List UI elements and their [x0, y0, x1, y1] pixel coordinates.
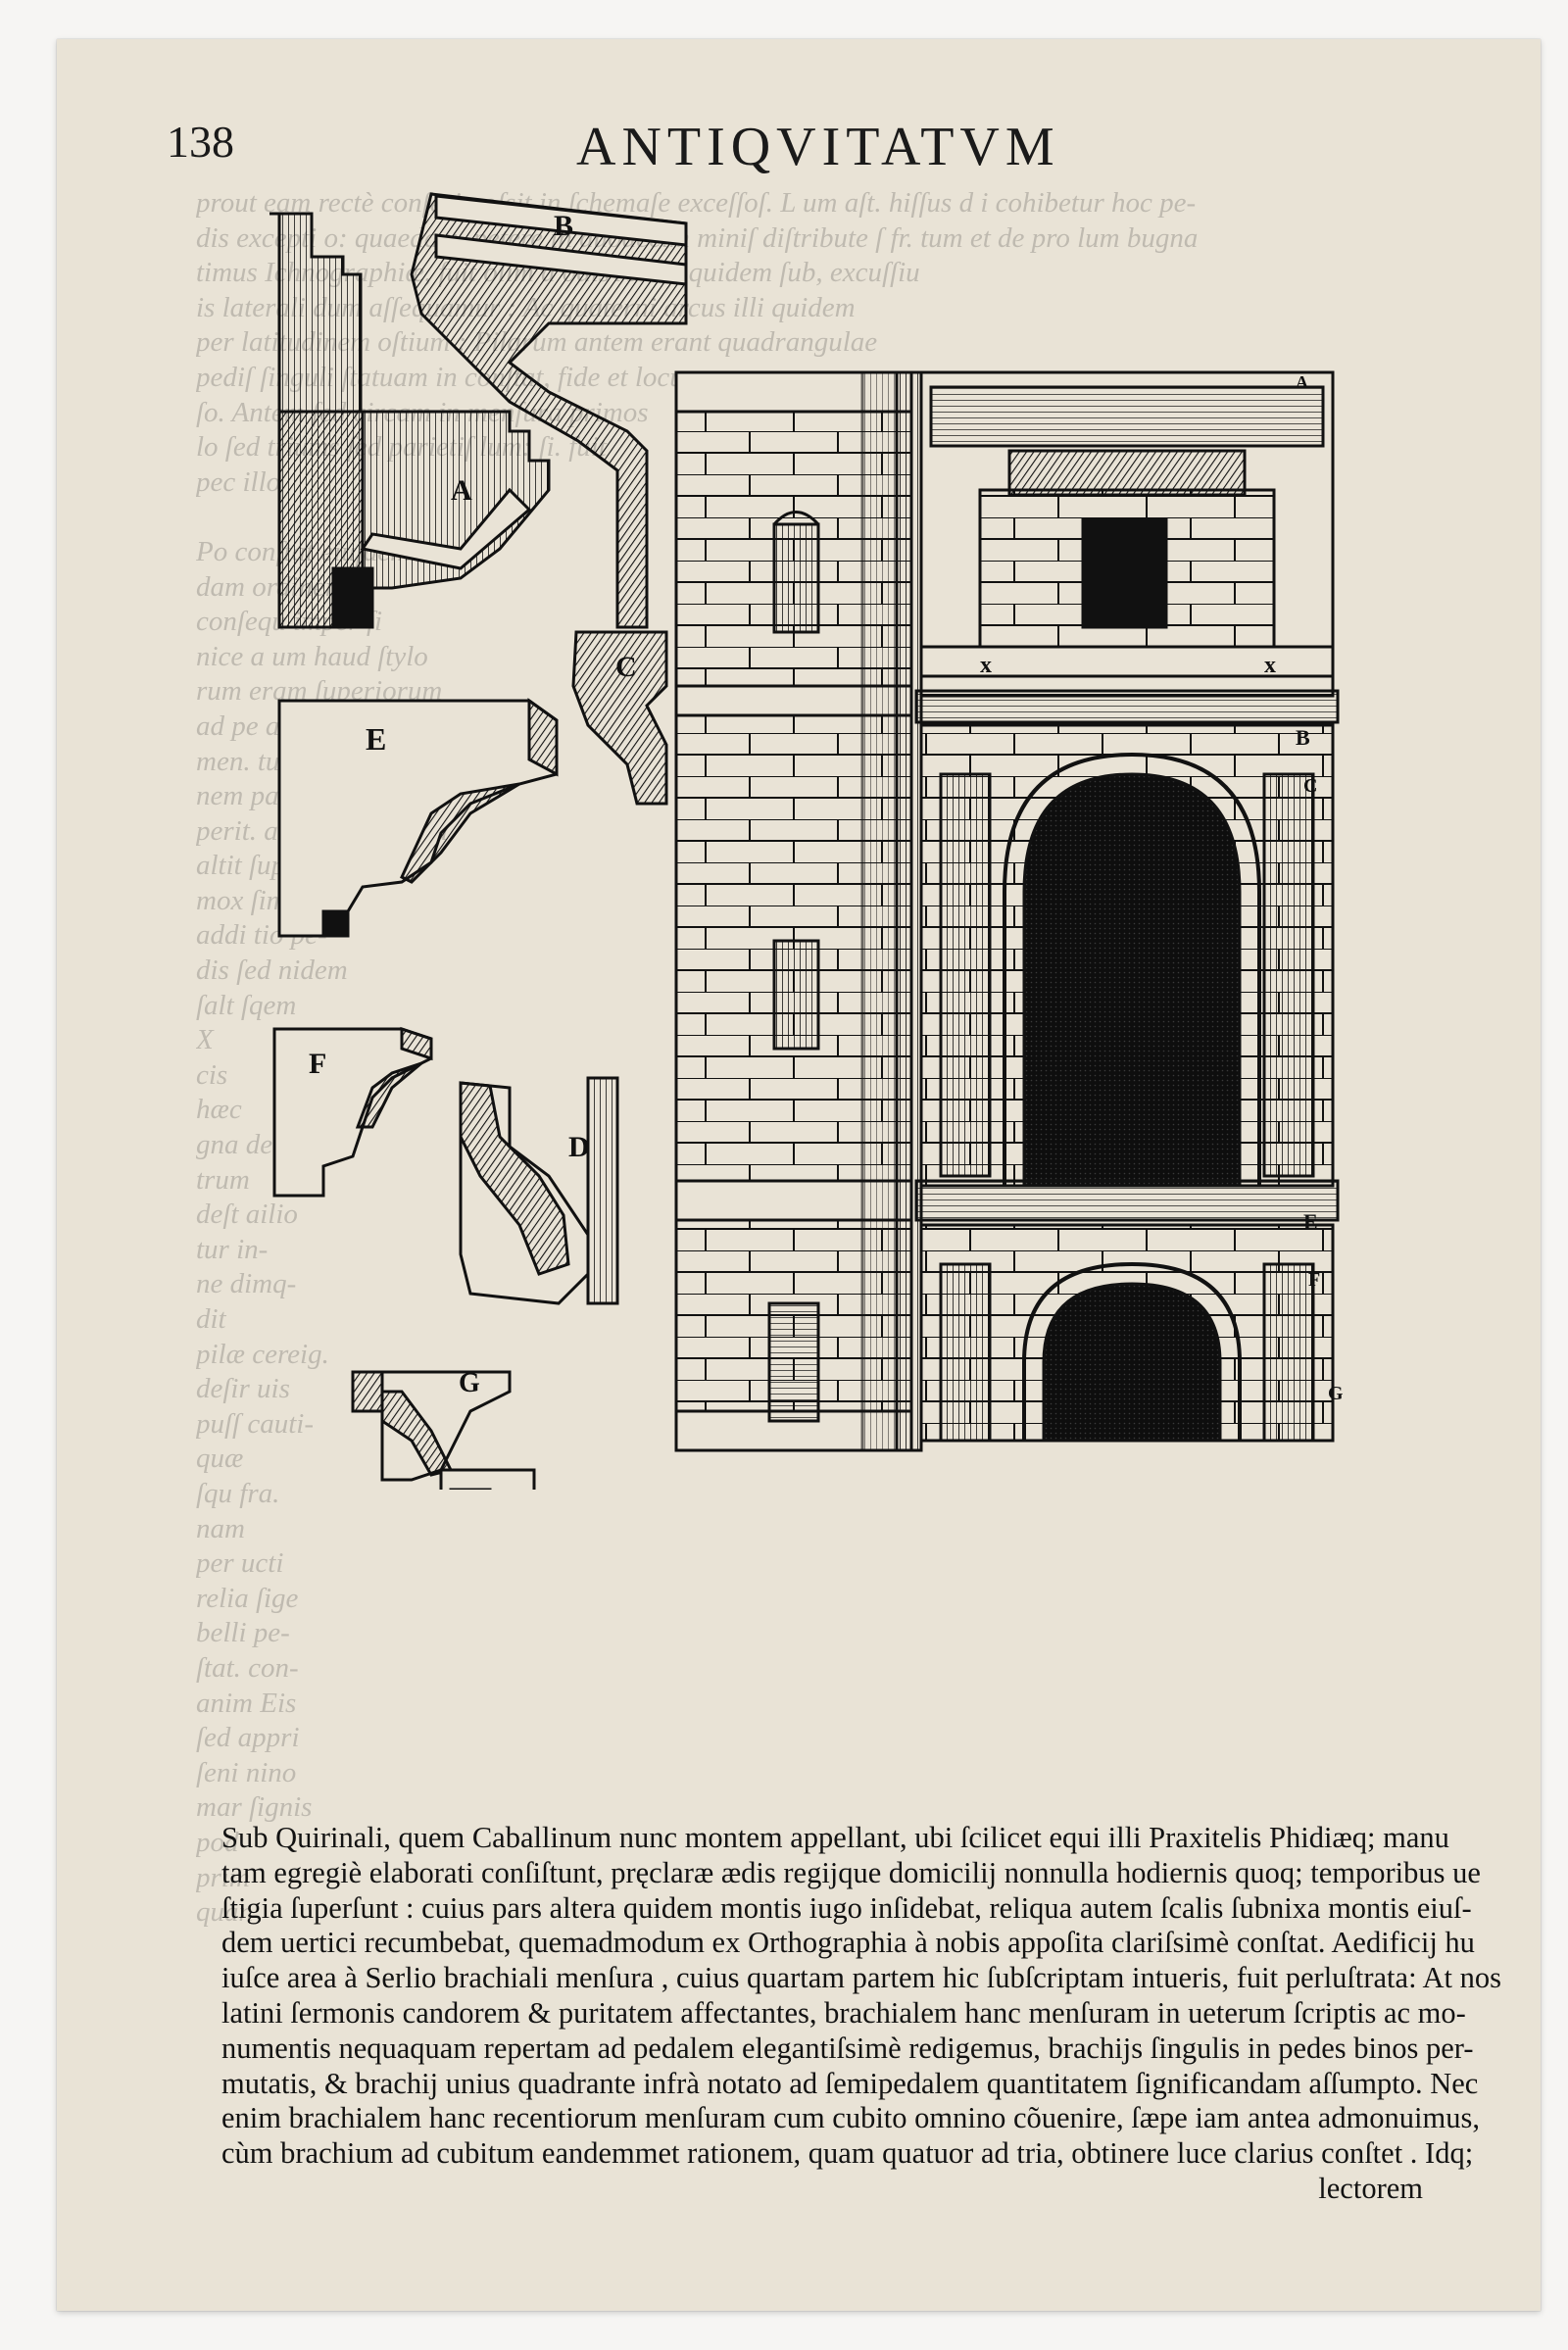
show-through-line: ſeni nino	[196, 1756, 297, 1788]
molding-profile-f	[272, 1026, 433, 1198]
body-line: latini ſermonis candorem & puritatem aff…	[221, 1995, 1466, 2030]
show-through-line: pod	[196, 1826, 239, 1858]
body-line: ſtigia ſuperſunt : cuius pars altera qui…	[221, 1890, 1472, 1925]
show-through-line: ſed appri	[196, 1722, 300, 1754]
figure-label-d: D	[568, 1131, 590, 1163]
woodcut-illustration: A B C D E F G H x x A B C E F G	[270, 192, 1344, 1490]
elevation-label-e: E	[1303, 1209, 1318, 1234]
show-through-line: puſſ cauti-	[196, 1407, 315, 1440]
figure-label-c: C	[615, 651, 637, 683]
elevation-label-g: G	[1328, 1383, 1344, 1404]
body-line: numentis nequaquam repertam ad pedalem e…	[221, 2031, 1474, 2065]
molding-profile-c	[571, 630, 668, 806]
show-through-line: dis ſed nidem	[196, 955, 348, 987]
body-line: iuſce area à Serlio brachiali menſura , …	[221, 1961, 1501, 1995]
body-line: enim brachialem hanc recentiorum menſura…	[221, 2101, 1480, 2135]
show-through-line: X	[196, 1024, 214, 1056]
show-through-line: relia ſige	[196, 1582, 299, 1614]
running-title: ANTIQVITATVM	[576, 117, 1060, 177]
body-line: mutatis, & brachij unius quadrante infrà…	[221, 2066, 1479, 2100]
page-number: 138	[167, 117, 234, 167]
figure-label-g: G	[459, 1368, 480, 1398]
show-through-line: ne dimq-	[196, 1268, 297, 1300]
show-through-line: deſt ailio	[196, 1199, 298, 1231]
show-through-line: quan	[196, 1896, 253, 1929]
figure-label-b: B	[554, 210, 573, 242]
elevation-label-a: A	[1296, 372, 1308, 392]
show-through-line: quæ	[196, 1443, 244, 1475]
show-through-line: deſir uis	[196, 1373, 290, 1405]
elevation-label-b: B	[1296, 725, 1310, 750]
figure-label-e: E	[366, 721, 386, 757]
show-through-line: prim	[196, 1861, 250, 1893]
molding-profile-e	[277, 698, 559, 938]
elevation-label-c: C	[1303, 775, 1317, 797]
body-paragraph: Sub Quirinali, quem Caballinum nunc mont…	[221, 1821, 1501, 2207]
figure-label-a: A	[451, 474, 472, 507]
show-through-line: mar ſignis	[196, 1791, 313, 1824]
figure-label-x-right: x	[1264, 653, 1276, 678]
show-through-line: dis excepti o: quaedam, petere in duodec…	[196, 221, 1199, 254]
show-through-line: belli pe-	[196, 1617, 290, 1649]
body-line: dem uertici recumbebat, quemadmodum ex O…	[221, 1926, 1475, 1960]
figure-label-f: F	[309, 1048, 326, 1080]
show-through-line: prout eam rectè conſeri poſsit in ſchema…	[196, 187, 1197, 219]
molding-profile-g	[351, 1370, 536, 1490]
show-through-line: ſalt ſqem	[196, 989, 297, 1021]
elevation-label-f: F	[1308, 1269, 1320, 1291]
show-through-line: nam	[196, 1512, 245, 1544]
elevation-drawing	[674, 370, 1340, 1452]
show-through-line: dit	[196, 1303, 226, 1335]
molding-profile-d	[459, 1076, 619, 1305]
body-line: cùm brachium ad cubitum eandemmet ration…	[221, 2136, 1474, 2171]
show-through-line: tur in-	[196, 1233, 269, 1265]
show-through-line: anim Eis	[196, 1687, 297, 1719]
show-through-line: pilæ cereig.	[196, 1338, 329, 1370]
molding-profile-a	[270, 212, 551, 629]
show-through-line: nice a um haud ſtylo	[196, 640, 428, 672]
figure-label-x-left: x	[980, 653, 992, 678]
show-through-line: cis	[196, 1058, 228, 1091]
show-through-line: trum	[196, 1163, 250, 1196]
show-through-line: ſqu fra.	[196, 1477, 280, 1509]
show-through-line: ſtat. con-	[196, 1651, 299, 1684]
body-line: Sub Quirinali, quem Caballinum nunc mont…	[221, 1821, 1449, 1854]
show-through-line: pec illo	[196, 465, 281, 498]
body-line: lectorem	[1318, 2171, 1423, 2205]
body-line: tam egregiè elaborati conſiſtunt, pręcla…	[221, 1855, 1481, 1889]
molding-profile-b	[410, 192, 688, 629]
show-through-line: hæc	[196, 1094, 242, 1126]
show-through-line: per ucti	[196, 1547, 284, 1580]
